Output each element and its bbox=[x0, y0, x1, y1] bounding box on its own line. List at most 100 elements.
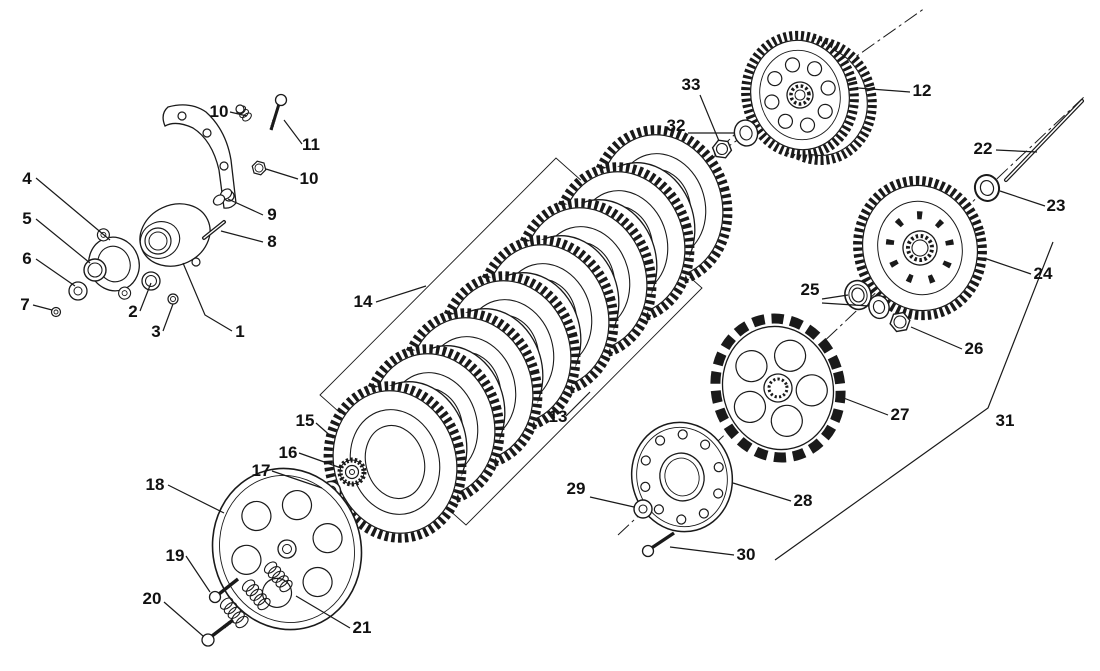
leader-28 bbox=[732, 482, 792, 502]
leader-11 bbox=[283, 119, 303, 145]
leader-29 bbox=[589, 496, 635, 508]
callout-8: 8 bbox=[267, 232, 276, 251]
callout-19: 19 bbox=[166, 546, 185, 565]
callout-20: 20 bbox=[143, 589, 162, 608]
part-pressure-plate bbox=[211, 467, 363, 631]
callout-6: 6 bbox=[22, 249, 31, 268]
part-release-body bbox=[139, 203, 211, 267]
leader-25a bbox=[821, 294, 849, 300]
part-clutch-springs bbox=[219, 561, 293, 629]
friction-plate-first bbox=[323, 381, 467, 543]
callout-1: 1 bbox=[235, 322, 244, 341]
part-retainer-plate bbox=[630, 421, 734, 533]
part-spacer bbox=[212, 188, 233, 206]
callout-18: 18 bbox=[146, 475, 165, 494]
leader-10b bbox=[265, 168, 299, 180]
leader-7 bbox=[32, 304, 53, 311]
callout-11: 11 bbox=[302, 135, 320, 154]
callout-15: 15 bbox=[296, 411, 315, 430]
leader-26 bbox=[910, 326, 963, 350]
part-primary-gear bbox=[741, 30, 877, 165]
part-adjuster-spring bbox=[235, 104, 252, 122]
callout-13: 13 bbox=[549, 407, 568, 426]
callout-31: 31 bbox=[996, 411, 1015, 430]
callout-32: 32 bbox=[667, 116, 686, 135]
part-hub-nut bbox=[889, 311, 911, 333]
callout-27: 27 bbox=[891, 405, 910, 424]
leader-21 bbox=[295, 595, 351, 629]
callout-24: 24 bbox=[1034, 264, 1053, 283]
part-clutch-hub bbox=[710, 313, 846, 463]
part-spring-bolt bbox=[208, 577, 240, 604]
callout-3: 3 bbox=[151, 322, 160, 341]
leader-17 bbox=[271, 470, 323, 489]
leader-8 bbox=[220, 230, 264, 243]
leader-19 bbox=[185, 555, 211, 593]
part-push-rod bbox=[1004, 99, 1084, 182]
part-piston-seal bbox=[83, 258, 107, 282]
callout-30: 30 bbox=[737, 545, 756, 564]
part-pin bbox=[202, 220, 226, 240]
callout-16: 16 bbox=[279, 443, 298, 462]
leader-4 bbox=[35, 177, 111, 241]
part-piston bbox=[141, 271, 161, 291]
callout-17: 17 bbox=[252, 461, 271, 480]
callout-23: 23 bbox=[1047, 196, 1066, 215]
callout-labels: 4 5 6 7 10 11 10 9 8 2 3 1 14 13 15 16 1… bbox=[20, 75, 1065, 637]
leader-1 bbox=[182, 262, 233, 332]
coil-spring bbox=[241, 579, 271, 611]
callout-22: 22 bbox=[974, 139, 993, 158]
part-screw-head bbox=[633, 499, 653, 519]
leader-25b bbox=[821, 302, 870, 307]
leader-23 bbox=[999, 190, 1046, 207]
leader-10a bbox=[229, 111, 248, 117]
part-release-bearing bbox=[337, 457, 367, 487]
part-bleed-screw bbox=[167, 293, 179, 305]
part-gear-nut bbox=[711, 139, 733, 159]
callout-9: 9 bbox=[267, 205, 276, 224]
callout-21: 21 bbox=[353, 618, 372, 637]
leader-3 bbox=[162, 303, 174, 332]
part-ring-gear bbox=[853, 175, 987, 321]
leader-18 bbox=[167, 484, 225, 514]
leader-5 bbox=[35, 218, 91, 264]
part-screw bbox=[641, 531, 675, 558]
part-bolt bbox=[269, 93, 288, 131]
part-cup-washer bbox=[68, 281, 88, 301]
leader-24 bbox=[983, 257, 1032, 275]
part-clutch-plate-stack bbox=[323, 125, 733, 543]
leader-2 bbox=[139, 282, 152, 312]
part-spring-bolt-2 bbox=[201, 618, 235, 647]
part-bearing-spacer bbox=[844, 279, 890, 320]
leader-33 bbox=[699, 94, 720, 142]
leader-16 bbox=[298, 452, 342, 469]
group-bracket-31 bbox=[774, 241, 1054, 561]
leader-14 bbox=[375, 285, 427, 303]
callout-10a: 10 bbox=[210, 102, 229, 121]
leader-20 bbox=[163, 601, 204, 637]
callout-29: 29 bbox=[567, 479, 586, 498]
callout-28: 28 bbox=[794, 491, 813, 510]
leader-27 bbox=[840, 396, 889, 416]
part-seal-ring bbox=[973, 174, 1001, 202]
callout-25: 25 bbox=[801, 280, 820, 299]
callout-2: 2 bbox=[128, 302, 137, 321]
leader-22 bbox=[995, 149, 1038, 153]
coil-spring bbox=[263, 561, 293, 593]
callout-26: 26 bbox=[965, 339, 984, 358]
callout-10b: 10 bbox=[300, 169, 319, 188]
leader-12 bbox=[857, 87, 911, 93]
callout-5: 5 bbox=[22, 209, 31, 228]
leader-lines bbox=[32, 87, 1046, 637]
callout-4: 4 bbox=[22, 169, 32, 188]
callout-14: 14 bbox=[354, 292, 373, 311]
leader-9 bbox=[227, 198, 264, 216]
callout-12: 12 bbox=[913, 81, 932, 100]
leader-6 bbox=[35, 258, 76, 287]
leader-15 bbox=[315, 422, 334, 439]
part-circlip bbox=[50, 306, 62, 318]
part-washer bbox=[733, 119, 759, 147]
part-lock-nut bbox=[251, 160, 267, 176]
